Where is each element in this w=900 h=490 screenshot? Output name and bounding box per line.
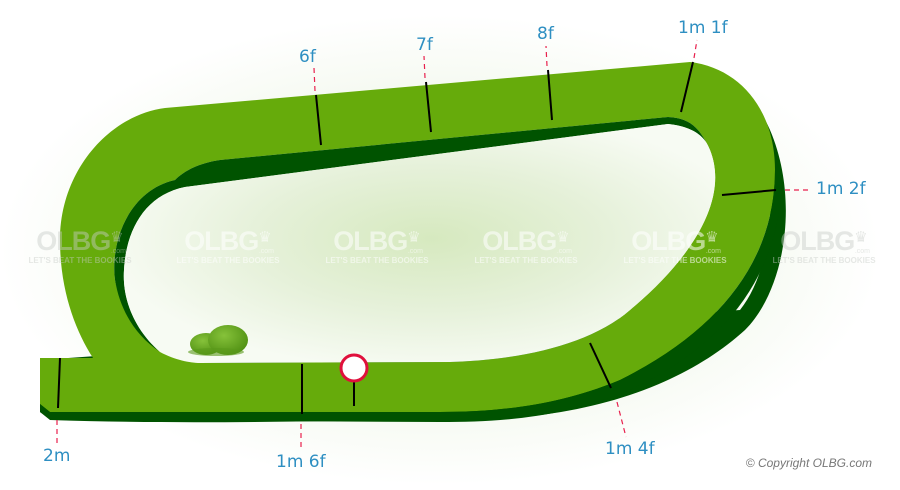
track-surface xyxy=(40,62,775,412)
distance-label-2m: 2m xyxy=(43,446,71,466)
distance-label-1m4f: 1m 4f xyxy=(605,439,655,459)
distance-label-1m6f: 1m 6f xyxy=(276,452,326,472)
furlong-markers xyxy=(57,61,777,414)
infield xyxy=(123,124,716,363)
distance-label-6f: 6f xyxy=(299,47,316,67)
distance-label-7f: 7f xyxy=(416,35,433,55)
copyright-notice: © Copyright OLBG.com xyxy=(745,456,872,470)
marker-1m4f xyxy=(589,342,612,389)
marker-8f xyxy=(547,69,553,121)
marker-2m xyxy=(57,357,61,409)
bush-icon xyxy=(188,325,248,356)
distance-label-1m1f: 1m 1f xyxy=(678,18,728,38)
distance-label-1m2f: 1m 2f xyxy=(816,179,866,199)
label-leaders xyxy=(56,39,812,450)
marker-1m2f xyxy=(721,189,777,196)
marker-6f xyxy=(315,94,322,146)
distance-label-8f: 8f xyxy=(537,24,554,44)
track-inner-shadow xyxy=(114,117,710,352)
marker-1m1f xyxy=(680,61,694,113)
marker-7f xyxy=(425,81,432,133)
winning-post-icon xyxy=(339,353,369,406)
